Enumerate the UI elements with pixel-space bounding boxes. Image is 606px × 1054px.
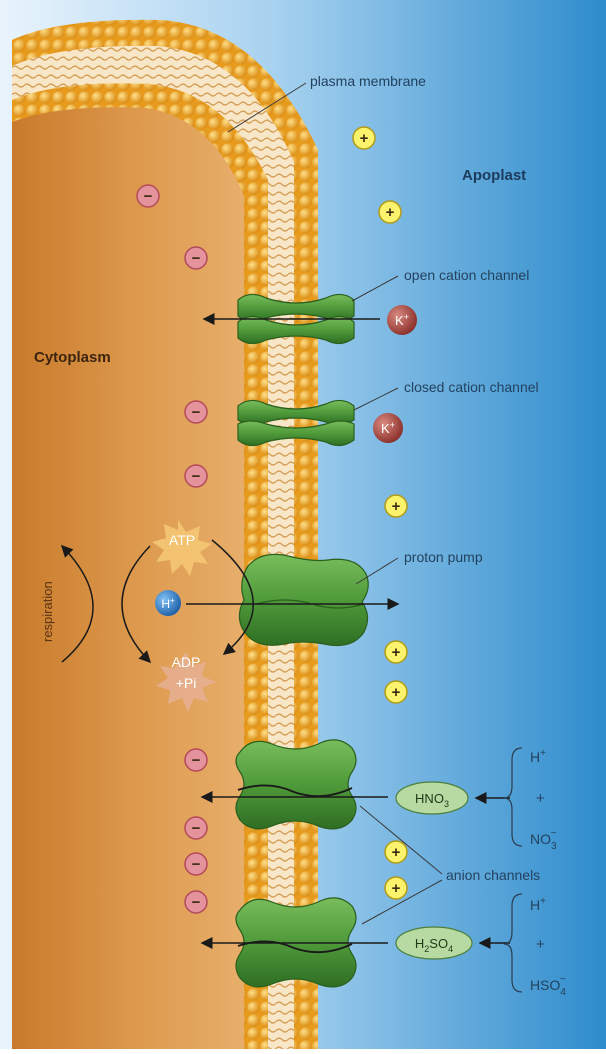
negative-charge-icon: − [185,853,207,875]
potassium-ion: K+ [387,305,417,335]
negative-charge-icon: − [185,247,207,269]
nitric-plus: + [536,790,545,807]
svg-text:−: − [192,468,201,485]
svg-text:−: − [192,752,201,769]
negative-charge-icon: − [185,817,207,839]
open-cation-channel-label: open cation channel [404,267,529,283]
svg-text:+: + [386,204,395,221]
negative-charge-icon: − [185,401,207,423]
svg-text:−: − [192,250,201,267]
respiration-label: respiration [40,581,55,642]
svg-text:+: + [392,880,401,897]
proton-pump-label: proton pump [404,549,483,565]
cytoplasm-label: Cytoplasm [34,349,111,366]
svg-text:+: + [392,644,401,661]
positive-charge-icon: + [385,681,407,703]
svg-text:−: − [192,820,201,837]
svg-text:+: + [360,130,369,147]
negative-charge-icon: − [137,185,159,207]
svg-text:−: − [192,404,201,421]
potassium-ion: K+ [373,413,403,443]
atp-label: ATP [169,532,195,548]
svg-text:−: − [192,894,201,911]
adp-label: ADP [172,654,201,670]
nitric-acid: HNO3 [396,782,468,814]
svg-text:−: − [144,188,153,205]
positive-charge-icon: + [385,495,407,517]
apoplast-label: Apoplast [462,167,526,184]
svg-text:+: + [392,844,401,861]
proton-pump [239,554,368,645]
negative-charge-icon: − [185,891,207,913]
positive-charge-icon: + [385,641,407,663]
positive-charge-icon: + [385,877,407,899]
positive-charge-icon: + [353,127,375,149]
plasma-membrane-label: plasma membrane [310,73,426,89]
closed-cation-channel-label: closed cation channel [404,379,539,395]
sulfuric-acid: H2SO4 [396,927,472,959]
anion-channel [236,740,356,829]
negative-charge-icon: − [185,465,207,487]
positive-charge-icon: + [385,841,407,863]
svg-text:−: − [192,856,201,873]
negative-charge-icon: − [185,749,207,771]
anion-channels-label: anion channels [446,867,540,883]
sulfuric-plus: + [536,936,545,953]
proton-ion: H+ [155,590,181,616]
svg-text:+: + [392,684,401,701]
svg-text:+: + [392,498,401,515]
positive-charge-icon: + [379,201,401,223]
pi-label: +Pi [176,675,197,691]
